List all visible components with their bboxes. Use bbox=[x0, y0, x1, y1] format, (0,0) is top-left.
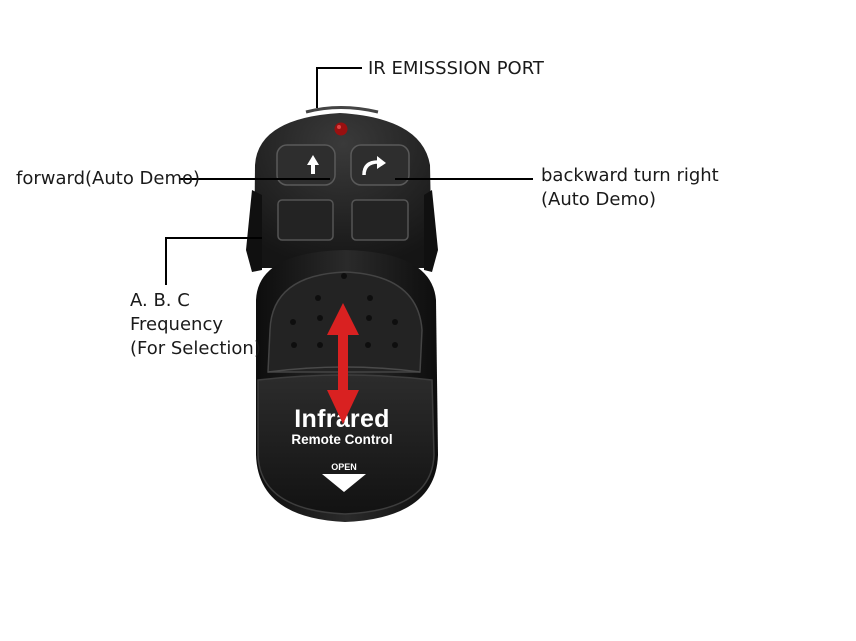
open-label: OPEN bbox=[331, 462, 357, 472]
forward-text: forward(Auto Demo) bbox=[16, 168, 201, 189]
open-triangle-icon bbox=[322, 474, 366, 492]
slide-direction-arrow-icon bbox=[327, 303, 359, 424]
leader-lines bbox=[165, 67, 533, 285]
frequency-label: A. B. C Frequency (For Selection) bbox=[130, 289, 261, 361]
brand-subtitle: Remote Control bbox=[291, 432, 392, 447]
frequency-text-line2: Frequency bbox=[130, 314, 223, 335]
curved-arrow-right-icon bbox=[362, 156, 386, 176]
backward-text-line2: (Auto Demo) bbox=[541, 189, 657, 210]
left-blank-button[interactable] bbox=[277, 199, 334, 241]
frequency-text-line1: A. B. C bbox=[130, 290, 190, 311]
right-blank-button[interactable] bbox=[351, 199, 409, 241]
forward-button[interactable] bbox=[276, 144, 336, 186]
backward-label: backward turn right (Auto Demo) bbox=[541, 164, 719, 212]
backward-text-line1: backward turn right bbox=[541, 165, 719, 186]
frequency-leader bbox=[165, 237, 262, 285]
turn-right-button[interactable] bbox=[350, 144, 410, 186]
ir-led-icon bbox=[334, 122, 348, 136]
frequency-text-line3: (For Selection) bbox=[130, 338, 261, 359]
remote-head bbox=[254, 106, 432, 268]
forward-label: forward(Auto Demo) bbox=[16, 167, 200, 191]
arrow-up-icon bbox=[307, 155, 319, 174]
ir-port-text: IR EMISSSION PORT bbox=[368, 58, 544, 79]
grip-dots bbox=[290, 273, 398, 348]
ir-port-label: IR EMISSSION PORT bbox=[368, 57, 544, 81]
ir-port-leader bbox=[316, 67, 362, 108]
